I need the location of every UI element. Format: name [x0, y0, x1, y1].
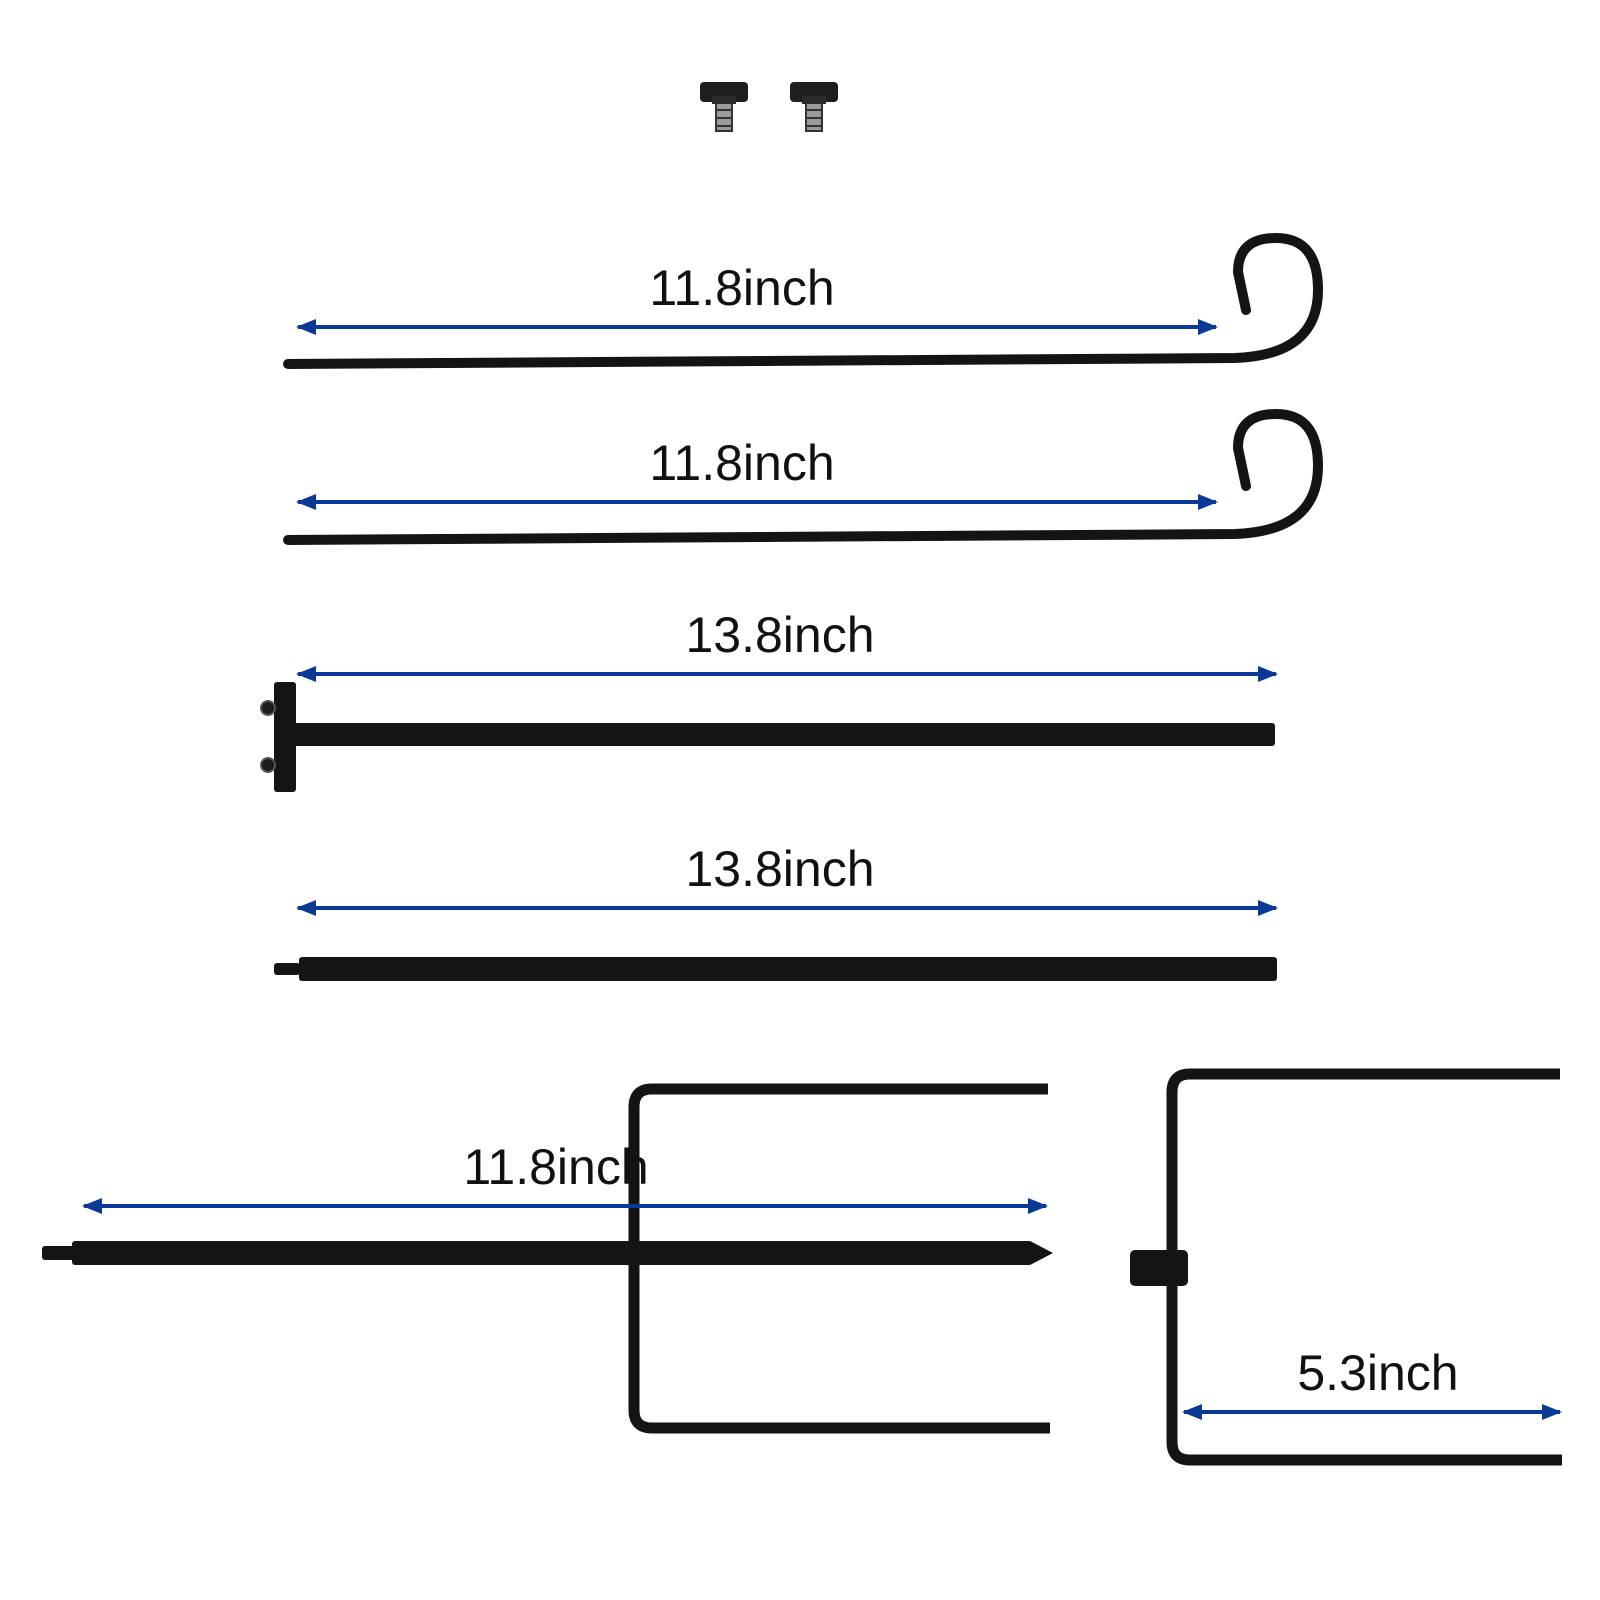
- u-bracket: 5.3inch: [1130, 1068, 1562, 1466]
- t-bar-rod: 13.8inch: [260, 607, 1278, 792]
- dimension-label: 11.8inch: [649, 435, 834, 491]
- dimension-label: 13.8inch: [685, 607, 874, 663]
- dimension-label: 13.8inch: [685, 841, 874, 897]
- thumb-screw-icon: [790, 82, 838, 132]
- dimension-label: 5.3inch: [1297, 1345, 1458, 1401]
- dimension-label: 11.8inch: [649, 260, 834, 316]
- thumb-screw-icon: [700, 82, 748, 132]
- ground-stake: 11.8inch: [42, 1083, 1053, 1434]
- dimension-label: 11.8inch: [463, 1139, 648, 1195]
- hook-rod-2: 11.8inch: [283, 409, 1323, 545]
- hook-rod-1: 11.8inch: [283, 233, 1323, 369]
- straight-rod: 13.8inch: [274, 841, 1278, 981]
